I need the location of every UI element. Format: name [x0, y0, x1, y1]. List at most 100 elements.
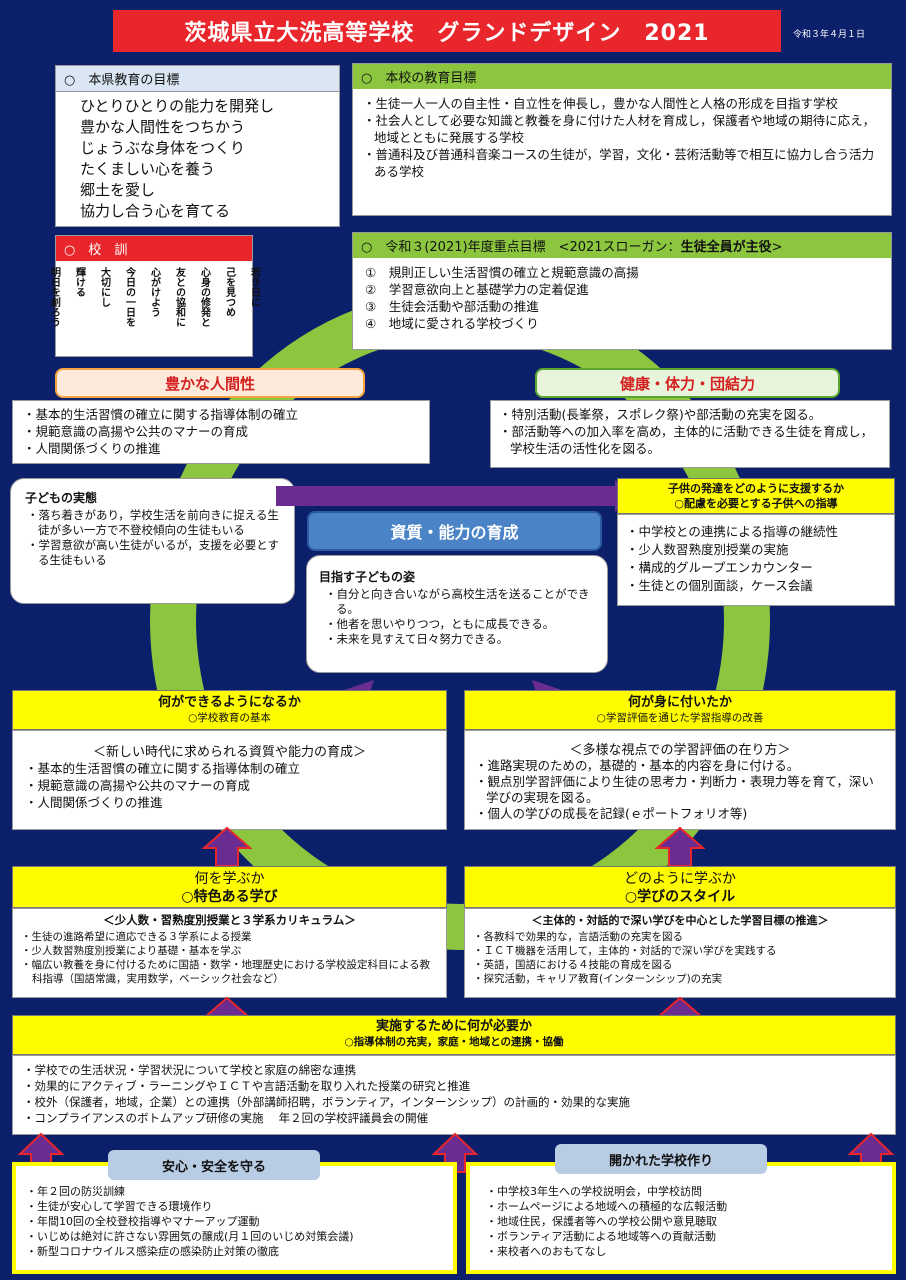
list-item: ・少人数習熟度別授業の実施 — [626, 542, 789, 557]
support-box: ・中学校との連携による指導の継続性 ・少人数習熟度別授業の実施 ・構成的グループ… — [617, 514, 895, 606]
needs-header: 実施するために何が必要か ○指導体制の充実，家庭・地域との連携・協働 — [12, 1015, 896, 1055]
list-item: ・基本的生活習慣の確立に関する指導体制の確立 — [25, 761, 301, 776]
can-do-lead: ＜新しい時代に求められる資質や能力の育成＞ — [92, 745, 366, 760]
humanity-list: ・基本的生活習慣の確立に関する指導体制の確立 ・規範意識の高揚や公共のマナーの育… — [13, 401, 429, 462]
what-learn-list: ・生徒の進路希望に適応できる３学系による授業 ・少人数習熟度別授業により基礎・基… — [13, 928, 446, 988]
motto-line: 己を見つめ — [223, 267, 235, 317]
competence-label: 資質・能力の育成 — [307, 511, 602, 551]
what-learn-heading: 何を学ぶか — [194, 871, 265, 887]
list-item: ・中学校との連携による指導の継続性 — [626, 524, 839, 539]
list-item: ・特別活動(長峯祭，スポレク祭)や部活動の充実を図る。 — [499, 407, 822, 422]
needs-list: ・学校での生活状況・学習状況について学校と家庭の綿密な連携 ・効果的にアクティブ… — [13, 1056, 895, 1132]
goal-line: 豊かな人間性をつちかう — [80, 118, 246, 136]
open-school-box: ・中学校3年生への学校説明会，中学校訪問 ・ホームページによる地域への積極的な広… — [466, 1162, 896, 1274]
priority-heading-text: ○ 令和３(2021)年度重点目標 <2021スローガン： — [361, 240, 681, 255]
list-item: ・中学校3年生への学校説明会，中学校訪問 — [486, 1185, 702, 1198]
list-item: ・観点別学習評価により生徒の思考力・判断力・表現力等を育て，深い学びの実現を図る… — [475, 774, 874, 805]
health-box: ・特別活動(長峯祭，スポレク祭)や部活動の充実を図る。 ・部活動等への加入率を高… — [490, 400, 890, 468]
list-item: ② 学習意欲向上と基礎学力の定着促進 — [365, 282, 589, 297]
what-learn-box: ＜少人数・習熟度別授業と３学系カリキュラム＞ ・生徒の進路希望に適応できる３学系… — [12, 908, 447, 998]
how-learn-subheading: ○学びのスタイル — [624, 889, 736, 905]
children-list: ・落ち着きがあり，学校生活を前向きに捉える生徒が多い一方で不登校傾向の生徒もいる… — [11, 508, 294, 568]
list-item: ・規範意識の高揚や公共のマナーの育成 — [25, 778, 251, 793]
goal-line: 郷土を愛し — [80, 181, 156, 199]
list-item: ・学習意欲が高い生徒がいるが，支援を必要とする生徒もいる — [27, 538, 279, 567]
motto-box: ○ 校 訓 若き日に 己を見つめ 心身の修発と 友との協和に 心がけよう 今日の… — [49, 235, 260, 357]
list-item: ・生徒との個別面談，ケース会議 — [626, 578, 813, 593]
list-item: ・生徒の進路希望に適応できる３学系による授業 — [21, 931, 252, 943]
can-do-subheading: ○学校教育の基本 — [188, 712, 271, 724]
health-label: 健康・体力・団結力 — [535, 368, 840, 398]
motto-text: 若き日に 己を見つめ 心身の修発と 友との協和に 心がけよう 今日の一日を 大切… — [49, 261, 260, 363]
support-subheading: ○配慮を必要とする子供への指導 — [674, 497, 838, 510]
acquired-header: 何が身に付いたか ○学習評価を通じた学習指導の改善 — [464, 690, 896, 730]
safety-label: 安心・安全を守る — [108, 1150, 320, 1180]
goal-line: じょうぶな身体をつくり — [80, 139, 246, 157]
list-item: ・生徒一人一人の自主性・自立性を伸長し，豊かな人間性と人格の形成を目指す学校 — [363, 96, 839, 111]
acquired-lead: ＜多様な視点での学習評価の在り方＞ — [569, 743, 791, 758]
safety-list: ・年２回の防災訓練 ・生徒が安心して学習できる環境作り ・年間10回の全校登校指… — [16, 1166, 453, 1259]
list-item: ③ 生徒会活動や部活動の推進 — [365, 299, 539, 314]
list-item: ・規範意識の高揚や公共のマナーの育成 — [23, 424, 249, 439]
health-list: ・特別活動(長峯祭，スポレク祭)や部活動の充実を図る。 ・部活動等への加入率を高… — [491, 401, 889, 462]
children-heading: 子どもの実態 — [25, 491, 98, 505]
what-learn-lead: ＜少人数・習熟度別授業と３学系カリキュラム＞ — [103, 913, 356, 927]
arrow-up-icon — [655, 826, 705, 867]
goal-line: 協力し合う心を育てる — [80, 202, 231, 220]
children-box: 子どもの実態 ・落ち着きがあり，学校生活を前向きに捉える生徒が多い一方で不登校傾… — [10, 478, 295, 604]
slogan: 生徒全員が主役 — [680, 240, 772, 255]
list-item: ・個人の学びの成長を記録(ｅポートフォリオ等) — [475, 806, 748, 821]
list-item: ① 規則正しい生活習慣の確立と規範意識の高揚 — [365, 265, 639, 280]
goal-line: たくましい心を養う — [80, 160, 216, 178]
priority-heading: ○ 令和３(2021)年度重点目標 <2021スローガン：生徒全員が主役> — [353, 233, 891, 258]
how-learn-list: ・各教科で効果的な，言語活動の充実を図る ・ＩＣＴ機器を活用して，主体的・対話的… — [465, 928, 895, 988]
arrow-right-shaft — [276, 486, 621, 506]
list-item: ・年２回の防災訓練 — [26, 1185, 125, 1198]
acquired-box: ＜多様な視点での学習評価の在り方＞ ・進路実現のための，基礎的・基本的内容を身に… — [464, 730, 896, 830]
list-item: ・年間10回の全校登校指導やマナーアップ運動 — [26, 1215, 260, 1228]
needs-box: ・学校での生活状況・学習状況について学校と家庭の綿密な連携 ・効果的にアクティブ… — [12, 1055, 896, 1135]
list-item: ・効果的にアクティブ・ラーニングやＩＣＴや言語活動を取り入れた授業の研究と推進 — [23, 1079, 471, 1093]
acquired-list: ・進路実現のための，基礎的・基本的内容を身に付ける。 ・観点別学習評価により生徒… — [465, 758, 895, 822]
list-item: ・ボランティア活動による地域等への貢献活動 — [486, 1230, 717, 1243]
motto-line: 大切にし — [98, 267, 110, 307]
can-do-header: 何ができるようになるか ○学校教育の基本 — [12, 690, 447, 730]
needs-heading: 実施するために何が必要か — [375, 1019, 532, 1034]
list-item: ・いじめは絶対に許さない雰囲気の醸成(月１回のいじめ対策会議) — [26, 1230, 354, 1243]
can-do-heading: 何ができるようになるか — [158, 695, 301, 710]
list-item: ・幅広い教養を身に付けるために国語・数学・地理歴史における学校設定科目による教科… — [21, 959, 431, 985]
priority-list: ① 規則正しい生活習慣の確立と規範意識の高揚 ② 学習意欲向上と基礎学力の定着促… — [353, 258, 891, 338]
list-item: ④ 地域に愛される学校づくり — [365, 316, 539, 331]
list-item: ・英語，国語における４技能の育成を図る — [473, 959, 673, 971]
how-learn-lead: ＜主体的・対話的で深い学びを中心とした学習目標の推進＞ — [531, 914, 829, 927]
what-learn-subheading: ○特色ある学び — [181, 889, 278, 905]
list-item: ・構成的グループエンカウンター — [626, 560, 813, 575]
list-item: ・基本的生活習慣の確立に関する指導体制の確立 — [23, 407, 299, 422]
open-school-label: 開かれた学校作り — [555, 1144, 767, 1174]
priority-box: ○ 令和３(2021)年度重点目標 <2021スローガン：生徒全員が主役> ① … — [352, 232, 892, 350]
list-item: ・落ち着きがあり，学校生活を前向きに捉える生徒が多い一方で不登校傾向の生徒もいる — [27, 508, 279, 537]
list-item: ・人間関係づくりの推進 — [25, 795, 163, 810]
list-item: ・来校者へのおもてなし — [486, 1245, 607, 1258]
can-do-list: ・基本的生活習慣の確立に関する指導体制の確立 ・規範意識の高揚や公共のマナーの育… — [13, 760, 446, 811]
list-item: ・社会人として必要な知識と教養を身に付けた人材を育成し，保護者や地域の期待に応え… — [363, 113, 876, 145]
motto-line: 心身の修発と — [198, 267, 210, 327]
humanity-box: ・基本的生活習慣の確立に関する指導体制の確立 ・規範意識の高揚や公共のマナーの育… — [12, 400, 430, 464]
support-heading: 子供の発達をどのように支援するか — [668, 482, 844, 495]
needs-subheading: ○指導体制の充実，家庭・地域との連携・協働 — [344, 1036, 564, 1048]
prefecture-goal-heading: ○ 本県教育の目標 — [56, 66, 339, 92]
list-item: ・探究活動，キャリア教育(インターンシップ)の充実 — [473, 973, 723, 985]
list-item: ・部活動等への加入率を高め，主体的に活動できる生徒を育成し，学校生活の活性化を図… — [499, 424, 874, 456]
arrow-up-icon — [202, 826, 252, 867]
motto-line: 輝ける — [73, 267, 85, 297]
can-do-box: ＜新しい時代に求められる資質や能力の育成＞ ・基本的生活習慣の確立に関する指導体… — [12, 730, 447, 830]
school-goal-heading: ○ 本校の教育目標 — [353, 64, 891, 89]
safety-box: ・年２回の防災訓練 ・生徒が安心して学習できる環境作り ・年間10回の全校登校指… — [12, 1162, 457, 1274]
list-item: ・進路実現のための，基礎的・基本的内容を身に付ける。 — [475, 758, 800, 773]
list-item: ・コンプライアンスのボトムアップ研修の実施 年２回の学校評議員会の開催 — [23, 1111, 429, 1125]
list-item: ・学校での生活状況・学習状況について学校と家庭の綿密な連携 — [23, 1063, 357, 1077]
school-goal-list: ・生徒一人一人の自主性・自立性を伸長し，豊かな人間性と人格の形成を目指す学校 ・… — [353, 89, 891, 186]
humanity-label: 豊かな人間性 — [55, 368, 365, 398]
list-item: ・各教科で効果的な，言語活動の充実を図る — [473, 931, 683, 943]
list-item: ・地域住民，保護者等への学校公開や意見聴取 — [486, 1215, 717, 1228]
